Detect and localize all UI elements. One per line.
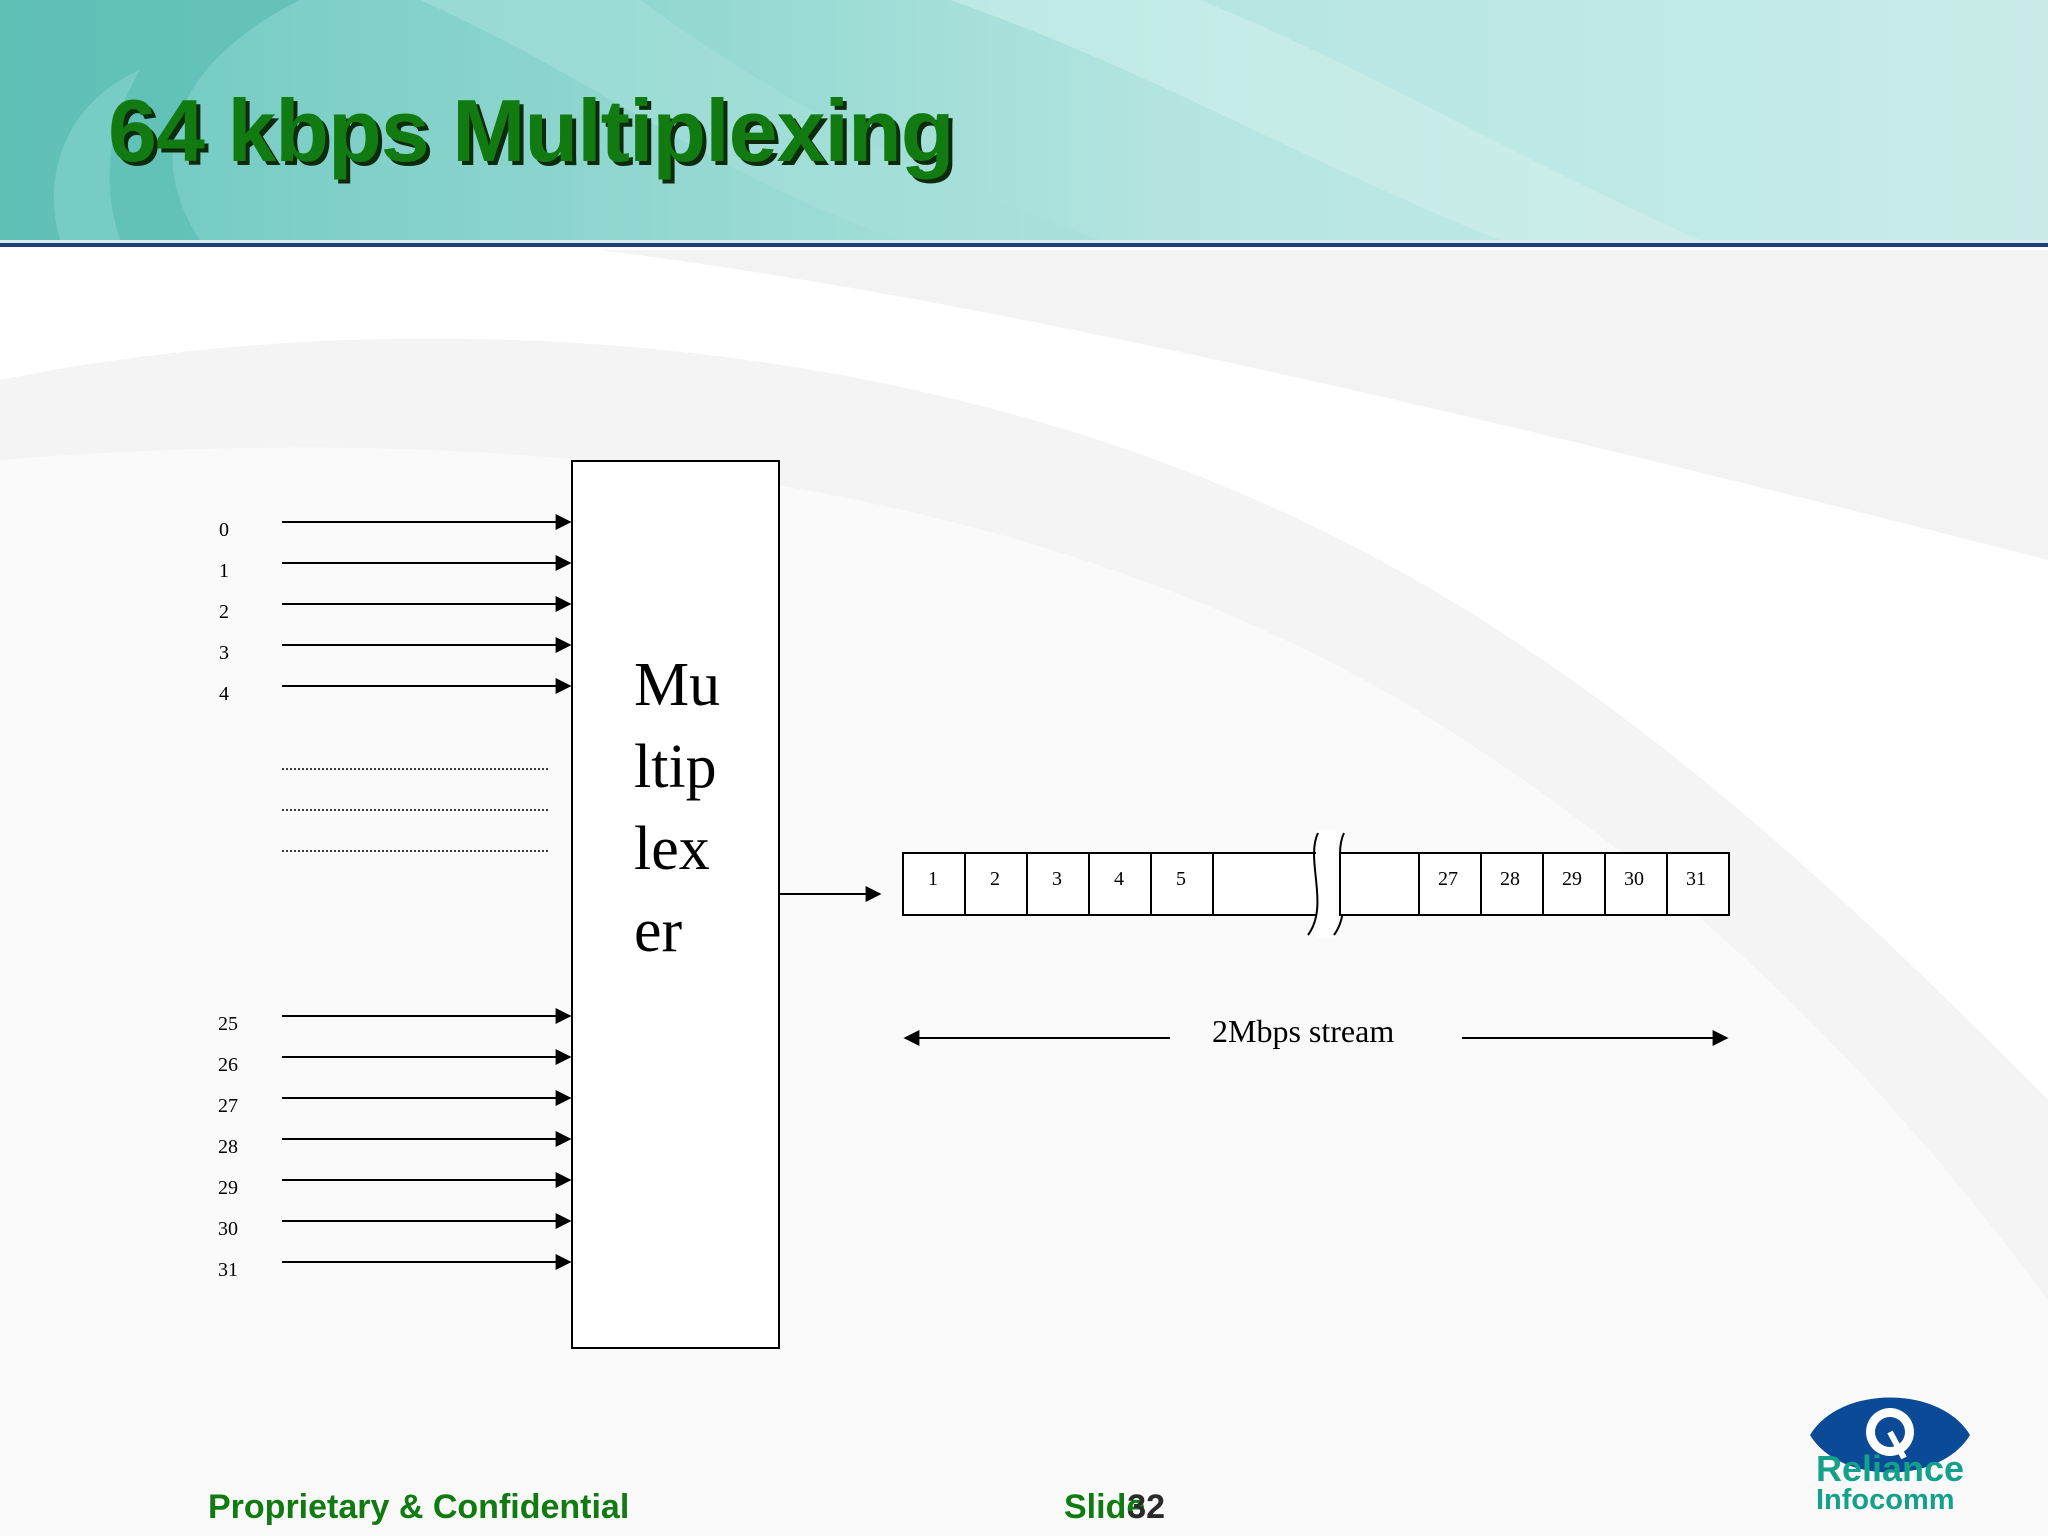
frame-slot-label: 30 (1624, 868, 1644, 890)
frame-slot-label: 31 (1686, 868, 1706, 890)
frame-slot (1542, 852, 1606, 916)
multiplexer-box (571, 460, 780, 1349)
logo-text-reliance: Reliance (1816, 1448, 1965, 1489)
frame-slot-label: 5 (1176, 868, 1186, 890)
input-channel-31: 31 (218, 1254, 572, 1281)
frame-slot (1666, 852, 1730, 916)
channel-label: 27 (218, 1095, 238, 1117)
input-channel-26: 26 (218, 1049, 572, 1076)
frame-slot (1604, 852, 1668, 916)
channel-label: 30 (218, 1218, 238, 1240)
header-divider (0, 243, 2048, 247)
slide-number: 32 (1127, 1488, 1166, 1526)
channel-label: 31 (218, 1259, 238, 1281)
header-band: 64 kbps Multiplexing (0, 0, 2048, 240)
frame-slot-label: 4 (1114, 868, 1124, 890)
input-channel-30: 30 (218, 1213, 572, 1240)
channel-label: 0 (219, 519, 229, 541)
break-line (1307, 832, 1319, 936)
stream-label: 2Mbps stream (1212, 1013, 1394, 1049)
reliance-eye-icon (1810, 1397, 1970, 1473)
channel-label: 29 (218, 1177, 238, 1199)
input-channel-27: 27 (218, 1090, 572, 1117)
frame-slot-label: 3 (1052, 868, 1062, 890)
channel-label: 3 (219, 642, 229, 664)
input-channel-25: 25 (218, 1008, 572, 1035)
frame-break-symbol (1307, 830, 1345, 938)
input-channel-28: 28 (218, 1131, 572, 1158)
frame-slot (1418, 852, 1482, 916)
frame-slot-label: 27 (1438, 868, 1458, 890)
input-channel-4: 4 (219, 678, 572, 705)
frame-right-segment: 27 28 29 30 31 (1339, 852, 1730, 916)
channel-label: 2 (219, 601, 229, 623)
frame-slot (1026, 852, 1090, 916)
input-channel-3: 3 (219, 637, 572, 664)
multiplexer-label-line-1: Mu (634, 651, 720, 719)
channel-label: 25 (218, 1013, 238, 1035)
channel-label: 26 (218, 1054, 238, 1076)
input-channel-29: 29 (218, 1172, 572, 1199)
frame-slot (1212, 852, 1321, 916)
input-channel-2: 2 (219, 596, 572, 623)
frame-slot-label: 28 (1500, 868, 1520, 890)
frame-slot-label: 29 (1562, 868, 1582, 890)
frame-slot (1150, 852, 1214, 916)
channel-label: 4 (219, 683, 229, 705)
channel-label: 28 (218, 1136, 238, 1158)
channel-label: 1 (219, 560, 229, 582)
multiplexer-label-line-2: ltip (634, 733, 717, 801)
logo-text-infocomm: Infocomm (1816, 1484, 1955, 1516)
frame-slot (1339, 852, 1420, 916)
header-divider-light (0, 240, 2048, 243)
frame-slot-label: 2 (990, 868, 1000, 890)
footer-slide-number: Slide32 (1064, 1488, 1165, 1527)
multiplexer-label-line-4: er (634, 897, 683, 965)
slide-title: 64 kbps Multiplexing (108, 81, 954, 180)
frame-slot-label: 1 (928, 868, 938, 890)
multiplexer-label-line-3: lex (634, 815, 710, 883)
footer-confidential: Proprietary & Confidential (208, 1488, 630, 1526)
break-gap (1316, 830, 1336, 938)
frame-left-segment: 1 2 3 4 5 (902, 852, 1321, 916)
frame-slot (1480, 852, 1544, 916)
header-swirl-decoration (0, 0, 1700, 240)
input-channel-0: 0 (219, 514, 572, 541)
slide-label: Slide (1064, 1488, 1146, 1526)
input-channel-1: 1 (219, 555, 572, 582)
